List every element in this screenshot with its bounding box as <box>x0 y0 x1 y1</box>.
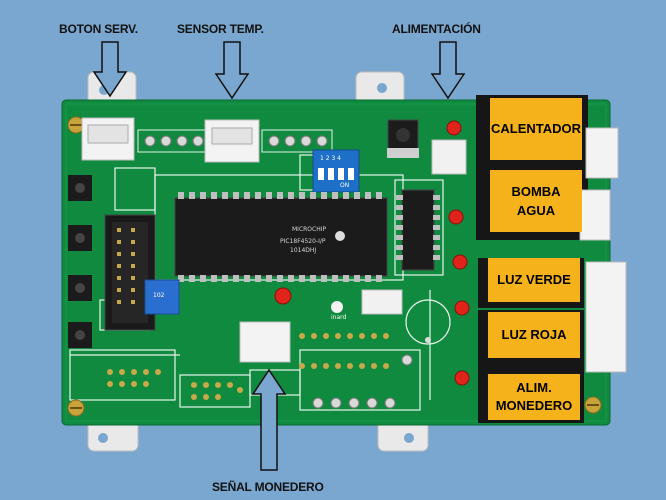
power-connector <box>431 139 467 175</box>
label-senal-monedero: SEÑAL MONEDERO <box>212 480 324 494</box>
chip-part: PIC18F4520-I/P <box>280 238 326 245</box>
push-button <box>387 119 419 158</box>
ribbon-header <box>104 214 156 331</box>
microcontroller-chip <box>174 192 388 282</box>
right-connectors <box>579 127 627 373</box>
bottom-pad-row <box>312 354 413 409</box>
box-calentador: CALENTADOR <box>490 98 582 160</box>
red-leds <box>274 120 470 386</box>
middle-pads <box>107 333 389 400</box>
pot-code: 102 <box>153 292 165 299</box>
box-luz-roja: LUZ ROJA <box>488 312 580 358</box>
chip-brand: MICROCHIP <box>292 226 327 233</box>
chip-code: 1014DHJ <box>290 247 317 254</box>
dip-numbers: 1 2 3 4 <box>320 155 341 162</box>
side-buttons <box>68 175 92 348</box>
alim-monedero-text: ALIM. MONEDERO <box>495 380 573 413</box>
capacitor-pad <box>425 337 431 343</box>
top-pad-row <box>137 129 333 153</box>
box-alim-monedero: ALIM. MONEDERO <box>488 374 580 420</box>
screws <box>67 116 602 417</box>
middle-connector <box>361 289 403 315</box>
label-sensor-temp: SENSOR TEMP. <box>177 22 264 36</box>
potentiometer <box>144 279 180 315</box>
box-bomba-agua: BOMBA AGUA <box>490 170 582 232</box>
small-ic <box>396 189 440 271</box>
label-boton-serv: BOTON SERV. <box>59 22 138 36</box>
logo-text: inard <box>331 314 347 321</box>
coin-signal-connector <box>239 321 291 363</box>
annotation-arrows <box>92 41 466 471</box>
dip-on-label: ON <box>340 182 350 189</box>
box-luz-verde: LUZ VERDE <box>488 258 580 302</box>
service-button-connector <box>81 117 135 161</box>
label-alimentacion: ALIMENTACIÓN <box>392 22 481 36</box>
inard-logo <box>331 301 343 313</box>
temp-sensor-connector <box>204 119 260 163</box>
bomba-agua-text: BOMBA AGUA <box>511 183 561 219</box>
